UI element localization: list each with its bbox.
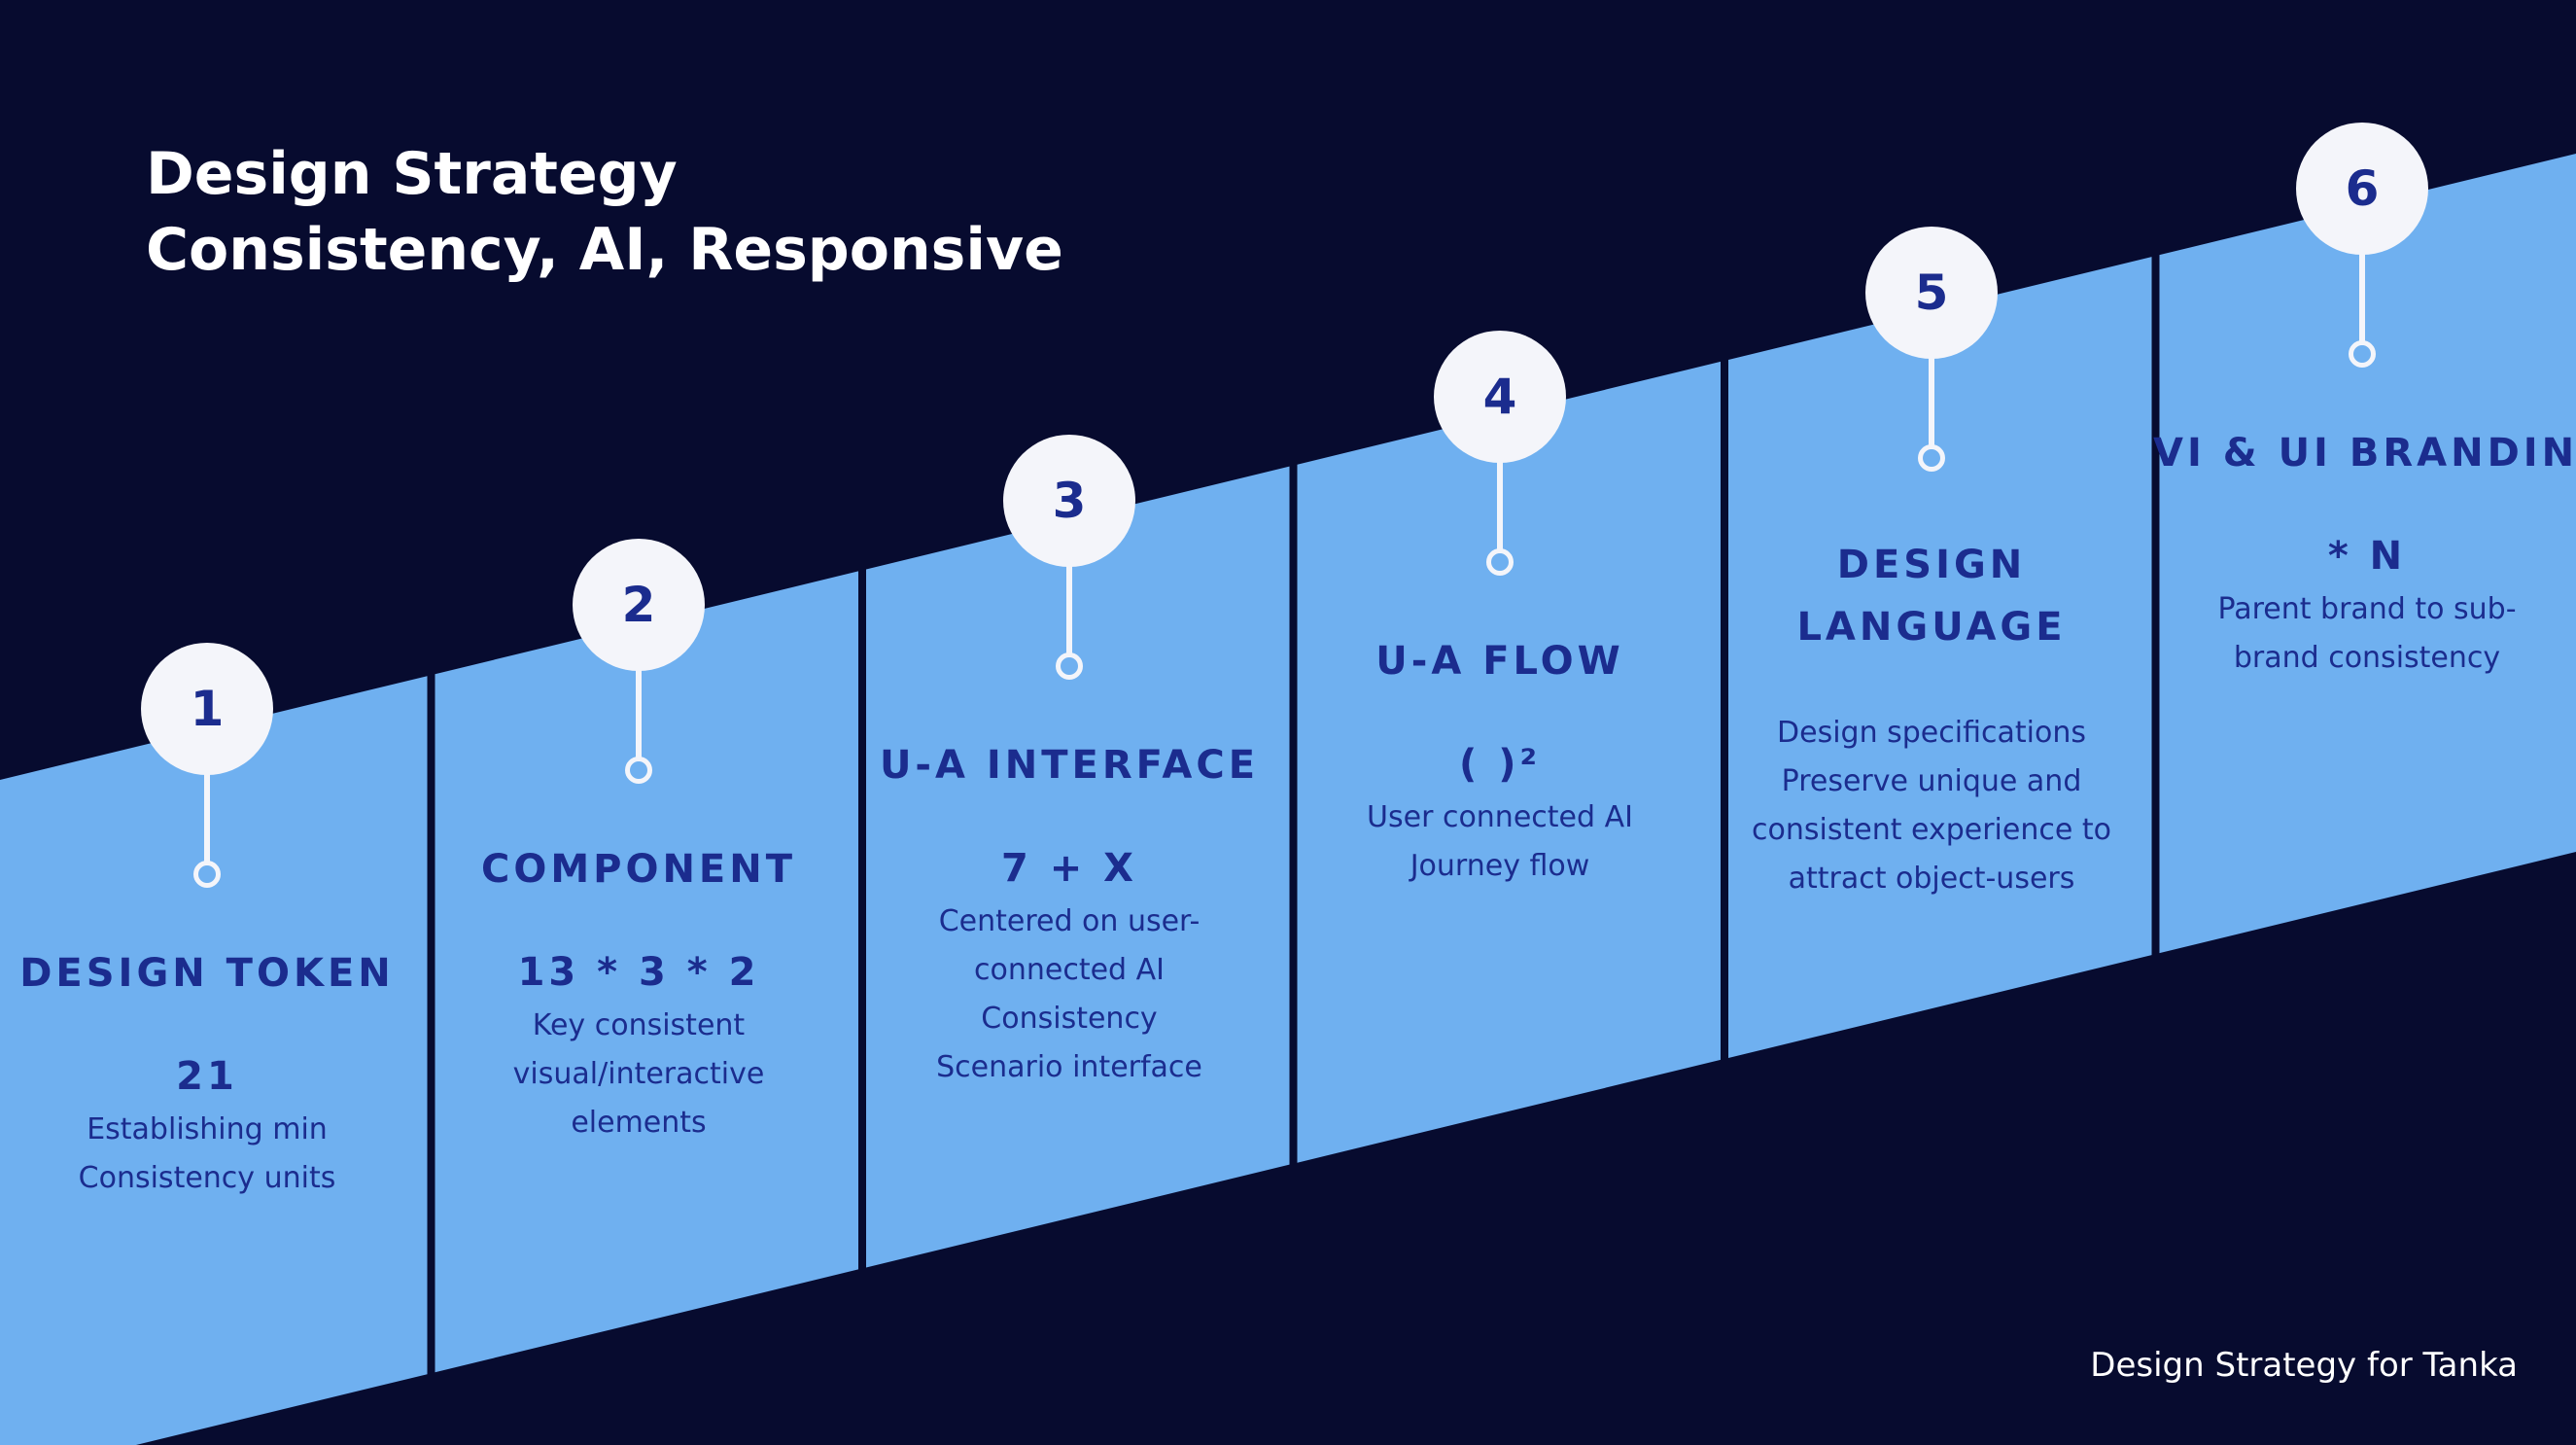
step-connector-node	[2349, 340, 2376, 368]
step-description-line: Consistency units	[78, 1161, 336, 1195]
step-panel-3	[866, 466, 1290, 1268]
step-description-line: Key consistent	[532, 1008, 746, 1042]
step-description-line: User connected AI	[1367, 800, 1633, 834]
step-number-badge: 4	[1434, 331, 1566, 463]
step-description-line: elements	[571, 1106, 707, 1140]
step-text-block: U-A INTERFACE 7 + X Centered on user-conne…	[860, 734, 1278, 1092]
step-heading: DESIGN TOKEN	[19, 951, 395, 996]
step-number-badge: 1	[141, 643, 273, 775]
step-formula: 21	[176, 1054, 238, 1099]
step-text-block: U-A FLOW ( )² User connected AI Journey flo…	[1291, 630, 1709, 891]
step-description-line: brand consistency	[2233, 641, 2501, 675]
page-title: Design Strategy Consistency, AI, Respons…	[146, 136, 1063, 288]
step-panel-4	[1297, 361, 1721, 1163]
step-formula: ( )²	[1458, 742, 1541, 787]
step-description-line: Journey flow	[1410, 849, 1590, 883]
step-description-line: attract object-users	[1788, 862, 2075, 896]
step-panel-6	[2159, 154, 2576, 954]
step-number-badge: 6	[2296, 123, 2428, 255]
step-heading: DESIGN	[1836, 543, 2027, 587]
step-description-line: Centered on user-	[938, 904, 1201, 938]
step-heading: U-A FLOW	[1375, 639, 1624, 684]
step-connector-line	[2359, 253, 2365, 344]
title-line-2: Consistency, AI, Responsive	[146, 216, 1063, 284]
step-panel-1	[0, 676, 428, 1445]
step-description-line: Parent brand to sub-	[2217, 592, 2517, 626]
step-connector-node	[1486, 548, 1514, 576]
step-heading: U-A INTERFACE	[879, 743, 1260, 788]
title-line-1: Design Strategy	[146, 140, 678, 208]
step-heading: COMPONENT	[480, 847, 797, 892]
step-description-line: Preserve unique and	[1781, 764, 2082, 798]
footer-caption: Design Strategy for Tanka	[2090, 1346, 2518, 1385]
step-number-badge: 2	[573, 539, 705, 671]
step-description-line: consistent experience to	[1752, 813, 2111, 847]
step-formula: * N	[2327, 534, 2407, 579]
step-connector-line	[204, 773, 210, 864]
step-panel-5	[1728, 257, 2152, 1058]
step-connector-node	[193, 861, 221, 888]
step-connector-node	[1056, 652, 1083, 680]
step-text-block: COMPONENT 13 * 3 * 2 Key consistent visual/…	[430, 838, 848, 1147]
step-description-line: visual/interactive	[512, 1057, 765, 1091]
step-description-line: Consistency	[981, 1002, 1158, 1036]
step-heading: VI & UI BRANDING	[2153, 431, 2576, 476]
step-description-line: Design specifications	[1777, 716, 2086, 750]
step-connector-node	[625, 757, 652, 784]
step-formula: 7 + X	[1000, 846, 1138, 891]
step-number-badge: 3	[1003, 435, 1135, 567]
step-description-line: connected AI	[974, 953, 1165, 987]
step-heading: LANGUAGE	[1796, 605, 2067, 650]
step-formula: 13 * 3 * 2	[517, 950, 760, 995]
step-connector-line	[1066, 565, 1072, 656]
step-description-line: Scenario interface	[936, 1050, 1202, 1084]
step-description-line: Establishing min	[87, 1112, 328, 1146]
step-connector-line	[1929, 357, 1934, 448]
step-connector-node	[1918, 444, 1945, 472]
step-text-block: VI & UI BRANDING * N Parent brand to sub-b…	[2153, 422, 2576, 683]
step-panel-2	[435, 571, 858, 1373]
step-connector-line	[1497, 461, 1503, 552]
step-number-badge: 5	[1865, 227, 1998, 359]
step-connector-line	[636, 669, 642, 760]
